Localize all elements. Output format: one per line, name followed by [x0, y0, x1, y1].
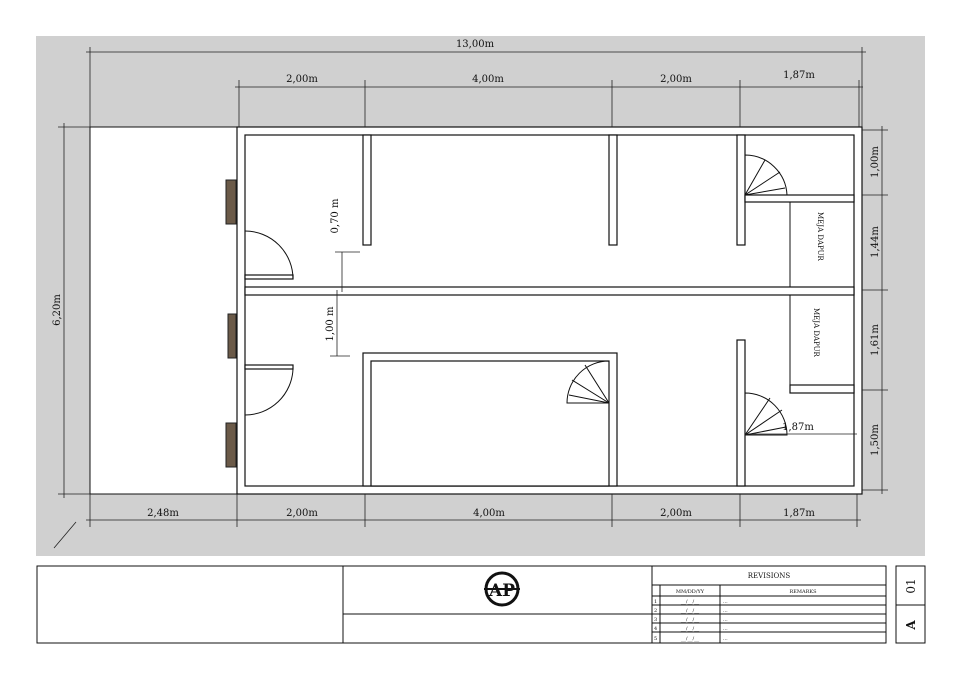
dimension-label: 1,87m	[782, 422, 814, 433]
dimension-label: 2,00m	[286, 74, 318, 85]
dimension-label: 2,00m	[286, 508, 318, 519]
terrace	[89, 126, 238, 495]
dimension-lines	[53, 47, 888, 549]
revisions-title: REVISIONS	[748, 572, 791, 580]
revision-date: __/__/__	[681, 617, 700, 623]
revision-no: 4	[654, 626, 657, 632]
dimension-label: 1,00m	[870, 146, 881, 178]
revision-no: 2	[654, 608, 657, 614]
window-icon	[225, 179, 237, 468]
door-icon	[244, 230, 294, 280]
revisions-header-remarks: REMARKS	[789, 589, 817, 595]
dimension-label: 4,00m	[473, 508, 505, 519]
revision-date: __/__/__	[681, 636, 700, 642]
sheet-letter: A	[904, 620, 918, 631]
revision-remark: ...	[723, 599, 728, 605]
logo-text: AP	[488, 581, 515, 601]
revision-date: __/__/__	[681, 626, 700, 632]
building-walls	[236, 126, 863, 495]
dimension-label: 0,70 m	[330, 198, 341, 233]
revision-rows: 1 __/__/__ ... 2 __/__/__ ... 3 __/__/__…	[654, 599, 728, 642]
revision-remark: ...	[723, 626, 728, 632]
dimension-label: 1,87m	[783, 508, 815, 519]
door-icon	[244, 364, 294, 416]
revisions-header-date: MM/DD/YY	[676, 589, 705, 595]
revision-no: 5	[654, 636, 657, 642]
dimension-label: 1,87m	[783, 70, 815, 81]
revision-no: 1	[654, 599, 657, 605]
logo: AP	[484, 571, 520, 607]
dimension-label: 13,00m	[456, 39, 495, 50]
revision-remark: ...	[723, 608, 728, 614]
revision-remark: ...	[723, 617, 728, 623]
sheet-number: 01	[904, 578, 918, 593]
revision-date: __/__/__	[681, 599, 700, 605]
revision-date: __/__/__	[681, 608, 700, 614]
dimension-label: 1,00 m	[325, 306, 336, 341]
dimension-label: 2,48m	[147, 508, 179, 519]
dimension-label: 1,44m	[870, 226, 881, 258]
dimension-label: 2,00m	[660, 74, 692, 85]
dimension-label: 2,00m	[660, 508, 692, 519]
dimension-label: 6,20m	[52, 294, 63, 326]
dimension-label: 1,50m	[870, 424, 881, 456]
kitchen-counter-label: MEJA DAPUR	[812, 308, 820, 358]
revision-remark: ...	[723, 636, 728, 642]
dimension-label: 1,61m	[870, 324, 881, 356]
revision-no: 3	[654, 617, 657, 623]
title-block	[36, 565, 926, 644]
dimension-label: 4,00m	[472, 74, 504, 85]
kitchen-counter-label: MEJA DAPUR	[816, 212, 824, 262]
